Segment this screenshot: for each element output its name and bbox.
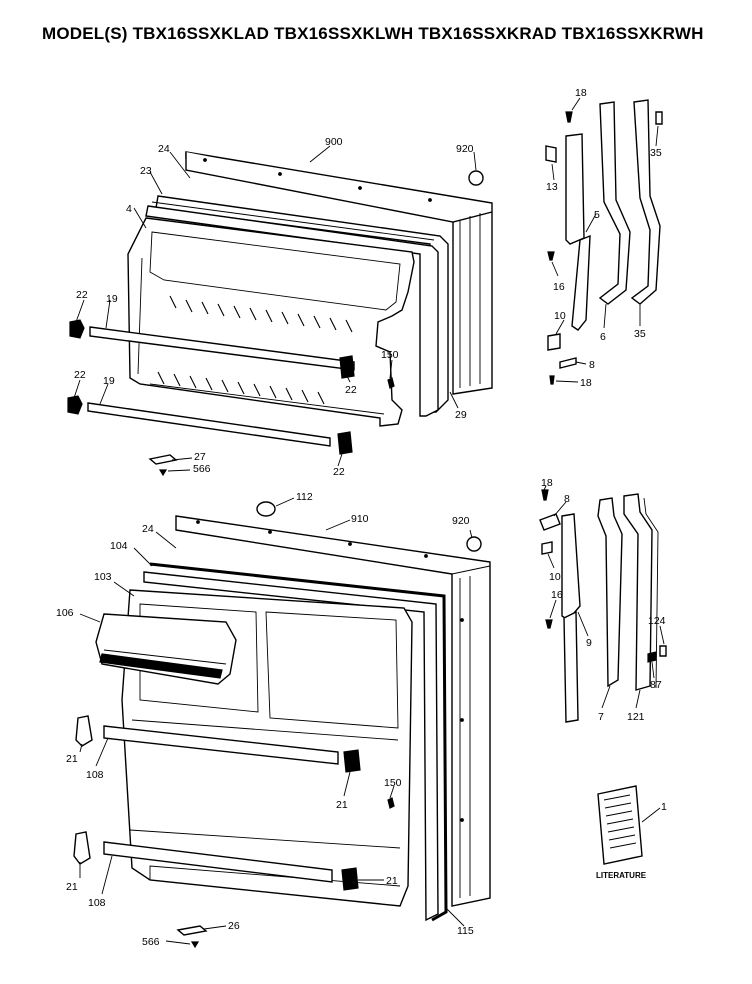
label-103: 103 [94, 571, 112, 583]
label-18-a: 18 [575, 87, 587, 99]
label-22-b: 22 [74, 369, 86, 381]
label-8-b: 8 [564, 493, 570, 505]
label-566-lower: 566 [142, 936, 160, 948]
label-22-d: 22 [333, 466, 345, 478]
literature-booklet [597, 785, 661, 865]
upper-hinge-hardware [545, 99, 663, 385]
label-22-a: 22 [76, 289, 88, 301]
label-900: 900 [325, 136, 343, 148]
upper-hardware-leaders [551, 97, 659, 383]
freezer-door-assembly [67, 151, 493, 477]
label-29: 29 [455, 409, 467, 421]
label-35-b: 35 [634, 328, 646, 340]
label-13: 13 [546, 181, 558, 193]
label-18-c: 18 [541, 477, 553, 489]
label-108-a: 108 [86, 769, 104, 781]
label-19-b: 19 [103, 375, 115, 387]
label-35-a: 35 [650, 147, 662, 159]
label-24-upper: 24 [158, 143, 170, 155]
freezer-leader-lines [73, 145, 477, 472]
page-title: MODEL(S) TBX16SSXKLAD TBX16SSXKLWH TBX16… [42, 24, 704, 43]
label-21-a: 21 [66, 753, 78, 765]
label-6: 6 [600, 331, 606, 343]
label-87: 87 [650, 679, 662, 691]
label-920-lower: 920 [452, 515, 470, 527]
callout-labels: 900 920 24 23 4 22 19 22 19 22 150 29 27… [56, 87, 667, 948]
label-150-upper: 150 [381, 349, 399, 361]
label-106: 106 [56, 607, 74, 619]
label-124: 124 [648, 615, 666, 627]
label-22-c: 22 [345, 384, 357, 396]
label-1: 1 [661, 801, 667, 813]
label-23: 23 [140, 165, 152, 177]
label-104: 104 [110, 540, 128, 552]
label-9: 9 [586, 637, 592, 649]
label-21-c: 21 [66, 881, 78, 893]
label-566-upper: 566 [193, 463, 211, 475]
label-8-a: 8 [589, 359, 595, 371]
label-4: 4 [126, 203, 132, 215]
label-21-b: 21 [336, 799, 348, 811]
label-26: 26 [228, 920, 240, 932]
lower-hinge-hardware [539, 489, 667, 723]
label-24-lower: 24 [142, 523, 154, 535]
label-910: 910 [351, 513, 369, 525]
lower-hardware-leaders [543, 485, 665, 709]
label-21-d: 21 [386, 875, 398, 887]
label-112: 112 [296, 491, 313, 503]
label-literature: LITERATURE [596, 871, 647, 880]
label-10-a: 10 [554, 310, 566, 322]
label-16-b: 16 [551, 589, 563, 601]
label-27: 27 [194, 451, 206, 463]
label-121: 121 [627, 711, 645, 723]
label-108-b: 108 [88, 897, 106, 909]
label-920-upper: 920 [456, 143, 474, 155]
fresh-food-leader-lines [79, 497, 473, 945]
label-115: 115 [457, 925, 474, 937]
label-10-b: 10 [549, 571, 561, 583]
label-18-b: 18 [580, 377, 592, 389]
label-5: 5 [594, 209, 600, 221]
label-7: 7 [598, 711, 604, 723]
label-19-a: 19 [106, 293, 118, 305]
fresh-food-door-assembly [73, 501, 491, 949]
label-150-lower: 150 [384, 777, 402, 789]
label-16-a: 16 [553, 281, 565, 293]
